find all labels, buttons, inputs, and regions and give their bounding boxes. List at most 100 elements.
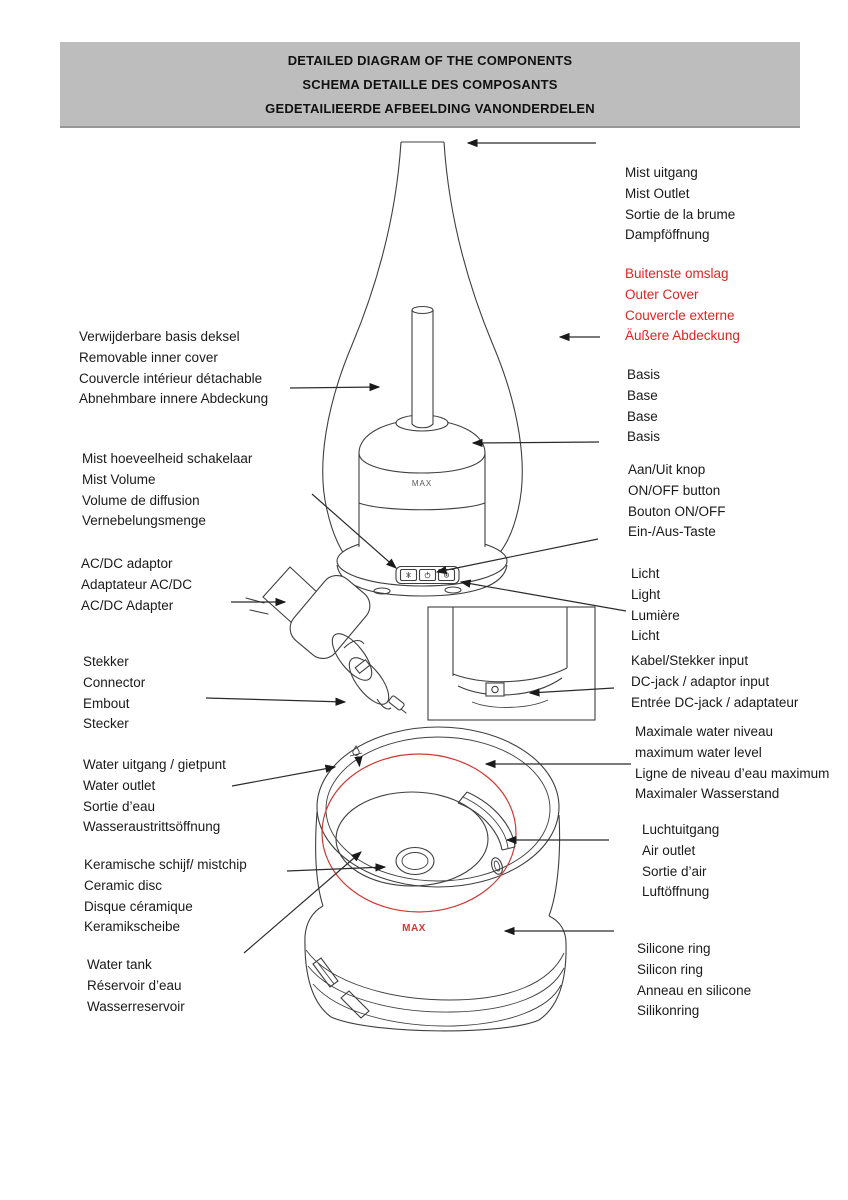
label-line: ON/OFF button bbox=[628, 482, 721, 498]
label-line: Light bbox=[631, 586, 661, 602]
label-outer-cover: Buitenste omslag Outer Cover Couvercle e… bbox=[625, 264, 740, 347]
label-line: Mist Outlet bbox=[625, 185, 690, 201]
leader-base bbox=[471, 438, 600, 448]
label-line: maximum water level bbox=[635, 744, 762, 760]
label-line: Removable inner cover bbox=[79, 349, 218, 365]
header-band: DETAILED DIAGRAM OF THE COMPONENTS SCHEM… bbox=[60, 42, 800, 128]
dc-jack-port[interactable] bbox=[485, 682, 505, 697]
silicone-ring-grooves bbox=[305, 949, 565, 1027]
label-water-outlet: Water uitgang / gietpunt Water outlet So… bbox=[83, 755, 226, 838]
label-line: Ein-/Aus-Taste bbox=[628, 524, 716, 540]
label-line: Stecker bbox=[83, 716, 129, 732]
adapter-drawing bbox=[245, 566, 407, 714]
label-dc-jack-input: Kabel/Stekker input DC-jack / adaptor in… bbox=[631, 651, 798, 713]
label-line: Maximale water niveau bbox=[635, 724, 774, 739]
leader-on-off bbox=[435, 538, 599, 575]
label-line: Réservoir d’eau bbox=[87, 977, 182, 993]
leader-light bbox=[459, 579, 627, 612]
label-mist-volume: Mist hoeveelheid schakelaar Mist Volume … bbox=[82, 449, 252, 532]
cord-coil-2 bbox=[348, 657, 390, 705]
label-air-outlet: Luchtuitgang Air outlet Sortie d’air Luf… bbox=[642, 820, 719, 903]
plug-prongs bbox=[245, 597, 269, 615]
tank-walls bbox=[315, 811, 561, 917]
label-line: Base bbox=[627, 408, 658, 424]
label-line: Kabel/Stekker input bbox=[631, 653, 749, 668]
tank-max-marking: MAX bbox=[402, 923, 426, 934]
label-silicone-ring: Silicone ring Silicon ring Anneau en sil… bbox=[637, 939, 751, 1022]
base-cylinder-fill bbox=[359, 420, 485, 554]
label-ac-dc-adaptor: AC/DC adaptor Adaptateur AC/DC AC/DC Ada… bbox=[81, 554, 192, 616]
cord-coil-1 bbox=[331, 633, 373, 681]
label-max-water-level: Maximale water niveau maximum water leve… bbox=[635, 722, 829, 805]
label-line: Sortie de la brume bbox=[625, 206, 736, 222]
label-line: AC/DC Adapter bbox=[81, 597, 174, 613]
label-line: Wasseraustrittsöffnung bbox=[83, 819, 221, 835]
foot-right bbox=[444, 586, 462, 594]
label-mist-outlet: Mist uitgang Mist Outlet Sortie de la br… bbox=[625, 163, 735, 246]
label-line: Connector bbox=[83, 674, 146, 690]
label-line: Vernebelungsmenge bbox=[82, 513, 206, 529]
label-water-tank: Water tank Réservoir d’eau Wasserreservo… bbox=[87, 955, 185, 1017]
foot-left bbox=[373, 587, 391, 595]
base-vents bbox=[312, 957, 370, 1019]
label-line: Luchtuitgang bbox=[642, 822, 720, 837]
base-shoulders bbox=[304, 905, 567, 944]
adapter-body bbox=[289, 574, 371, 660]
label-line: Ceramic disc bbox=[84, 877, 163, 893]
leader-ceramic-disc bbox=[286, 863, 387, 872]
inset-cylinder-sides bbox=[452, 607, 568, 676]
label-on-off-button: Aan/Uit knop ON/OFF button Bouton ON/OFF… bbox=[628, 460, 726, 543]
label-line: Mist uitgang bbox=[625, 165, 698, 180]
side-hole bbox=[491, 857, 503, 875]
leader-water-outlet bbox=[231, 764, 337, 787]
label-line: Air outlet bbox=[642, 842, 696, 858]
ceramic-disc-shape bbox=[395, 846, 435, 876]
label-line: Verwijderbare basis deksel bbox=[79, 329, 240, 344]
ceramic-disc-inner bbox=[401, 852, 429, 870]
label-line: Keramische schijf/ mistchip bbox=[84, 857, 247, 872]
label-line: Dampföffnung bbox=[625, 227, 710, 243]
label-line: Anneau en silicone bbox=[637, 982, 752, 998]
cable-tie bbox=[354, 658, 371, 675]
cord-tail bbox=[376, 698, 392, 710]
outer-cover-shape bbox=[322, 141, 523, 567]
label-line: Äußere Abdeckung bbox=[625, 328, 740, 344]
label-line: Entrée DC-jack / adaptateur bbox=[631, 694, 799, 710]
leader-inner-cover bbox=[289, 382, 381, 392]
label-connector: Stekker Connector Embout Stecker bbox=[83, 652, 145, 735]
label-line: Outer Cover bbox=[625, 286, 699, 302]
leader-lines bbox=[205, 138, 631, 954]
label-line: Ligne de niveau d’eau maximum bbox=[635, 765, 830, 781]
label-line: Disque céramique bbox=[84, 898, 193, 914]
label-line: Maximaler Wasserstand bbox=[635, 786, 780, 802]
inset-frame bbox=[427, 606, 596, 721]
label-line: Keramikscheibe bbox=[84, 919, 181, 935]
label-line: Buitenste omslag bbox=[625, 266, 729, 281]
label-line: Aan/Uit knop bbox=[628, 462, 706, 477]
page-title-en: DETAILED DIAGRAM OF THE COMPONENTS bbox=[287, 52, 573, 68]
label-line: Silikonring bbox=[637, 1003, 700, 1019]
label-line: Volume de diffusion bbox=[82, 492, 200, 508]
label-removable-inner-cover: Verwijderbare basis deksel Removable inn… bbox=[79, 327, 268, 410]
tank-cavity bbox=[335, 791, 489, 887]
label-line: Stekker bbox=[83, 654, 129, 669]
leader-connector bbox=[205, 697, 347, 706]
label-line: Silicone ring bbox=[637, 941, 711, 956]
cord-start bbox=[343, 639, 365, 649]
label-line: Luftöffnung bbox=[642, 884, 710, 900]
diffuser-drawing: MAX bbox=[322, 141, 523, 597]
label-line: Lumière bbox=[631, 607, 680, 623]
label-light: Licht Light Lumière Licht bbox=[631, 564, 680, 647]
label-line: Water outlet bbox=[83, 777, 156, 793]
label-line: Couvercle externe bbox=[625, 307, 735, 323]
label-line: Mist Volume bbox=[82, 471, 156, 487]
page-title-fr: SCHEMA DETAILLE DES COMPOSANTS bbox=[302, 76, 558, 92]
label-line: Sortie d’air bbox=[642, 863, 707, 879]
label-line: Embout bbox=[83, 695, 130, 711]
inset-band-bottom bbox=[457, 677, 563, 696]
label-line: Mist hoeveelheid schakelaar bbox=[82, 451, 253, 466]
label-line: Basis bbox=[627, 367, 661, 382]
dc-connector bbox=[388, 695, 405, 711]
label-line: Bouton ON/OFF bbox=[628, 503, 726, 519]
